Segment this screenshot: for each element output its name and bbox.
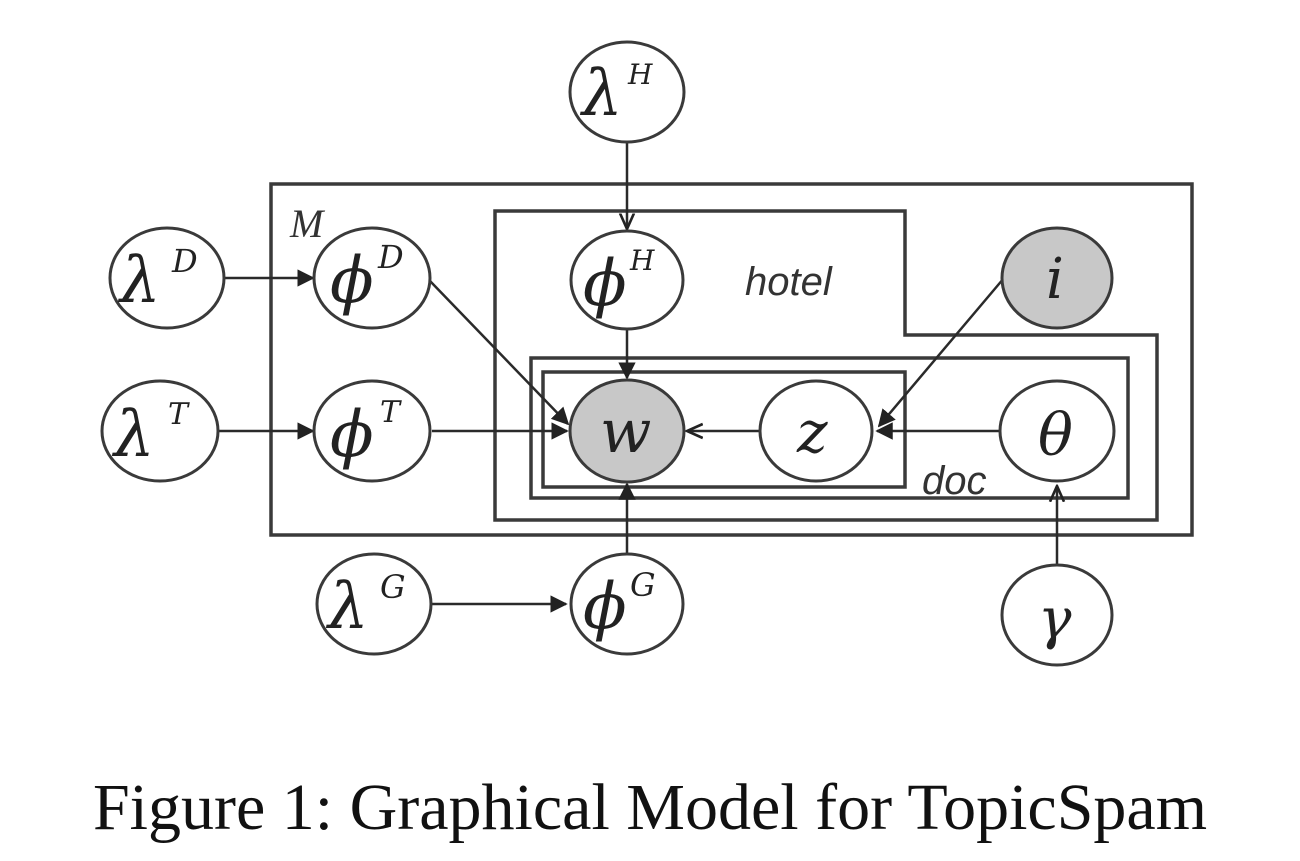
plate-label-M: M xyxy=(289,201,326,246)
node-superscript: G xyxy=(630,566,656,604)
node-lambdaT: λ T xyxy=(100,379,220,483)
edges xyxy=(218,143,1057,613)
node-symbol: ϕ xyxy=(330,398,374,472)
node-phiG: ϕ G xyxy=(569,552,685,656)
node-symbol: w xyxy=(600,397,651,467)
node-theta: θ xyxy=(998,379,1116,483)
graphical-model-diagram: M hotel doc λ H λ D ϕ D xyxy=(100,40,1194,667)
node-symbol: λ xyxy=(579,57,623,131)
edge-phiD-w xyxy=(429,280,570,426)
node-gamma: γ xyxy=(1000,563,1114,667)
node-lambdaD: λ D xyxy=(108,226,226,330)
node-superscript: G xyxy=(380,568,406,606)
node-phiT: ϕ T xyxy=(312,379,432,483)
node-symbol: ϕ xyxy=(583,247,627,321)
node-superscript: D xyxy=(171,242,198,280)
node-symbol: ϕ xyxy=(330,244,374,318)
node-phiD: ϕ D xyxy=(312,226,432,330)
node-symbol: ϕ xyxy=(583,570,627,644)
node-lambdaH: λ H xyxy=(568,40,686,144)
node-superscript: T xyxy=(168,397,190,432)
node-superscript: H xyxy=(627,58,653,91)
node-symbol: z xyxy=(796,398,828,466)
plate-doc: doc xyxy=(529,356,1130,503)
node-i: i xyxy=(1000,226,1114,330)
plate-label-doc: doc xyxy=(922,459,987,503)
node-superscript: T xyxy=(380,395,402,430)
node-symbol: λ xyxy=(111,398,155,472)
plate-word xyxy=(541,370,907,489)
node-superscript: D xyxy=(377,238,404,276)
node-symbol: λ xyxy=(117,244,161,318)
node-phiH: ϕ H xyxy=(569,229,685,331)
edge-i-z xyxy=(877,277,1005,428)
node-symbol: γ xyxy=(1038,587,1072,652)
node-w: w xyxy=(568,378,686,484)
plate-hotel: hotel xyxy=(493,209,1159,522)
node-symbol: θ xyxy=(1038,401,1073,469)
node-symbol: i xyxy=(1046,247,1064,312)
node-symbol: λ xyxy=(325,570,369,644)
node-z: z xyxy=(758,379,874,483)
node-superscript: H xyxy=(629,244,655,277)
figure-caption: Figure 1: Graphical Model for TopicSpam xyxy=(92,771,1208,844)
plate-label-hotel: hotel xyxy=(745,260,833,304)
plate-M: M xyxy=(269,182,1194,537)
node-lambdaG: λ G xyxy=(315,552,433,656)
